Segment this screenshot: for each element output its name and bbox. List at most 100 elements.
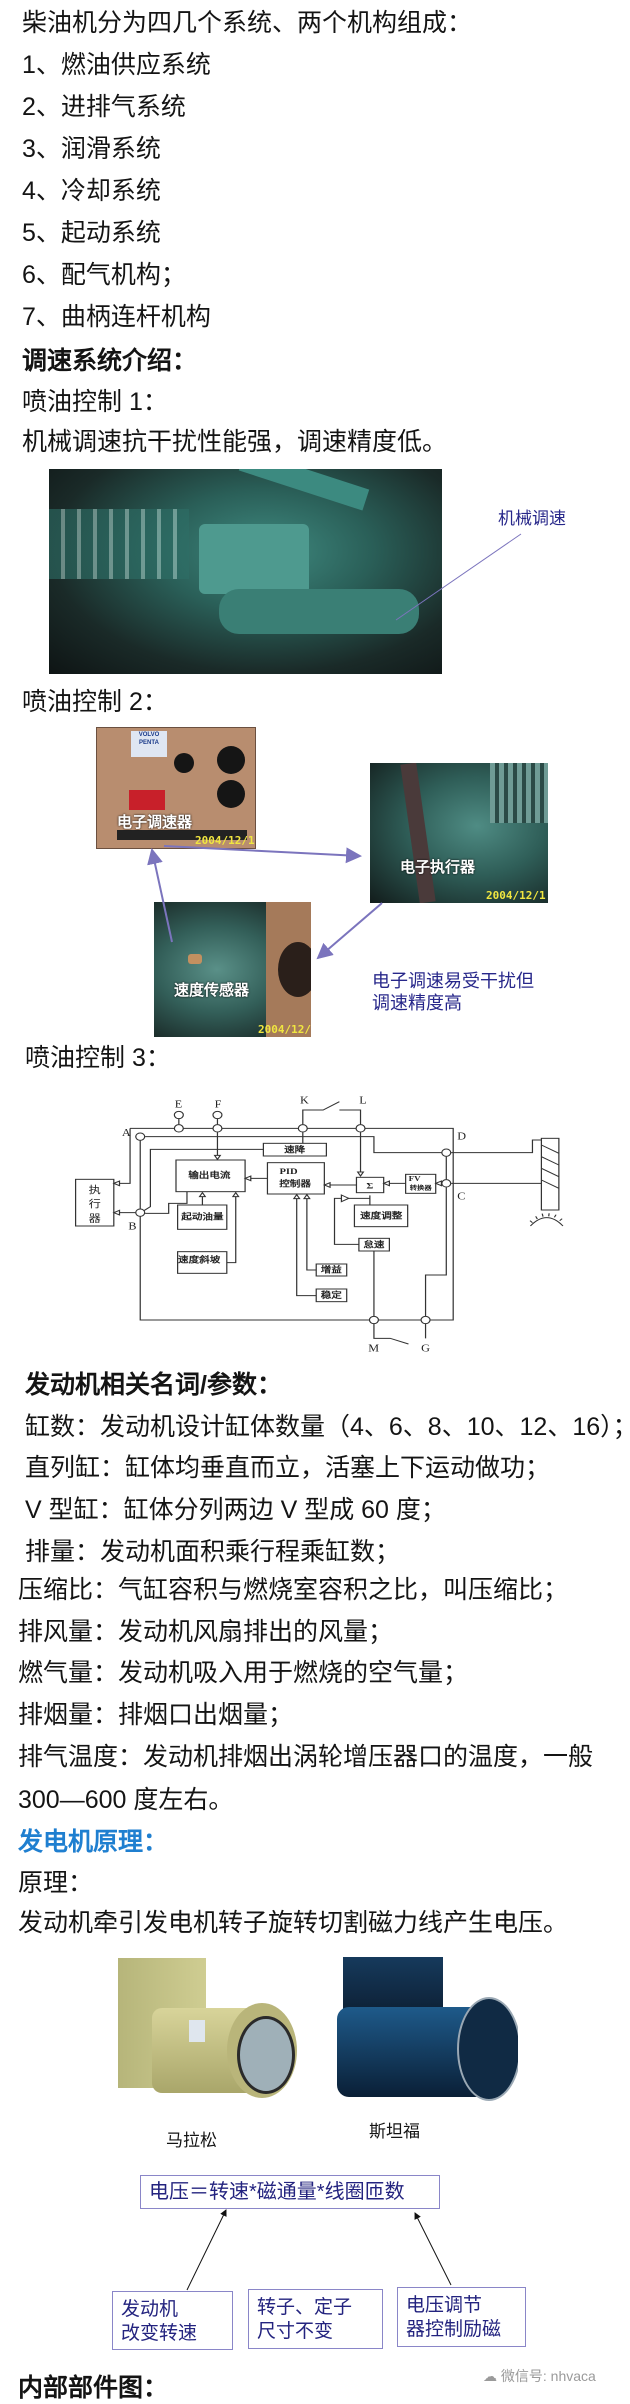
voltage-formula: 电压＝转速*磁通量*线圈匝数 [140,2175,440,2209]
speed-adjust-block [353,1204,409,1228]
output-current-block [175,1159,246,1193]
wire-ef [178,1119,219,1156]
terminal-b [135,1208,146,1217]
wire-d [145,1136,542,1154]
note-line: 电子调速易受干扰但 [372,971,534,991]
signal-arrows [147,845,383,960]
term-line: 排量：发动机面积乘行程乘缸数； [25,1538,401,1566]
gain-block [315,1263,348,1277]
actuator-char: 行 [89,1199,101,1211]
photo-caption: 电子执行器 [400,859,476,876]
flywheel-gear-icon [529,1217,564,1227]
governor-block-diagram: A B C D E F K L M G 执 行 器 速降 输出电流 PID 控制… [74,1095,564,1355]
list-item: 7、曲柄连杆机构 [22,303,211,331]
term-line: 排气温度：发动机排烟出涡轮增压器口的温度，一般 [18,1743,594,1771]
intro-title: 柴油机分为四几个系统、两个机构组成： [22,9,473,37]
gain-label: 增益 [321,1265,342,1276]
sigma-block [355,1176,385,1194]
factor-line: 电压调节 [406,2295,483,2316]
diode-icon [340,1194,350,1203]
callout-line [395,533,522,621]
formula-arrows [186,2209,452,2291]
speed-ramp-label: 速度斜坡 [178,1255,221,1266]
actuator-char: 执 [89,1183,101,1196]
terms-heading: 发动机相关名词/参数： [25,1371,282,1399]
generator-desc: 发动机牵引发电机转子旋转切割磁力线产生电压。 [18,1909,569,1937]
speed-adjust-label: 速度调整 [360,1211,403,1222]
terminal-label-a: A [122,1128,131,1139]
arrow-governor-to-actuator [163,845,362,864]
pid-label: PID [279,1167,297,1177]
governor-heading: 调速系统介绍： [22,347,198,375]
list-item: 5、起动系统 [22,219,161,247]
sigma-label: Σ [366,1181,373,1191]
term-line: 缸数：发动机设计缸体数量（4、6、8、10、12、16）； [25,1413,630,1441]
list-item: 2、进排气系统 [22,93,186,121]
factor-line: 器控制励磁 [406,2319,502,2340]
factor-box-rotor-stator: 转子、定子 尺寸不变 [248,2289,383,2349]
actuator-char: 器 [89,1213,101,1225]
factor-line: 转子、定子 [257,2297,353,2318]
factor-box-engine-speed: 发动机 改变转速 [112,2291,233,2350]
factor-line: 尺寸不变 [257,2321,334,2342]
pickup-coil [540,1137,560,1211]
terminal-label-e: E [175,1100,183,1111]
marathon-generator-image [112,1958,298,2108]
wire-forward [248,1177,542,1186]
terminal-label-g: G [421,1344,430,1355]
term-line: 压缩比：气缸容积与燃烧室容积之比，叫压缩比； [18,1576,569,1604]
output-current-label: 输出电流 [188,1170,231,1181]
start-fuel-block [177,1204,228,1230]
watermark-text: 微信号: nhvaca [500,2368,596,2384]
terminal-label-f: F [215,1100,222,1111]
wire-droop [143,1148,264,1212]
list-item: 3、润滑系统 [22,135,161,163]
list-item: 4、冷却系统 [22,177,161,205]
term-line: 燃气量：发动机吸入用于燃烧的空气量； [18,1659,469,1687]
term-line: 直列缸：缸体均垂直而立，活塞上下运动做功； [25,1454,551,1482]
wire-outer [130,1127,454,1321]
photo-date: 2004/12/14 [195,834,256,847]
stability-label: 稳定 [321,1290,342,1301]
terminal-label-c: C [457,1191,465,1202]
generator-sub: 原理： [18,1869,94,1897]
brand-label: 马拉松 [166,2131,217,2150]
mechanical-governor-callout: 机械调速 [498,509,566,528]
start-fuel-label: 起动油量 [180,1212,224,1223]
factor-box-voltage-regulator: 电压调节 器控制励磁 [397,2287,526,2347]
factor-line: 发动机 [121,2299,179,2320]
photo-caption: 电子调速器 [117,814,193,831]
control1-label: 喷油控制 1： [22,388,168,416]
actuator-block [74,1178,115,1227]
idle-block [358,1237,390,1252]
electronic-actuator-photo: 电子执行器 2004/12/1 [370,763,548,903]
speed-ramp-block [177,1251,228,1274]
stamford-generator-image [337,1957,518,2102]
stability-block [315,1288,348,1303]
photo-caption: 速度传感器 [174,982,250,999]
generator-heading: 发电机原理： [18,1828,169,1856]
brand-label: 斯坦福 [369,2122,420,2141]
speed-droop-block [262,1142,327,1157]
factor-line: 改变转速 [121,2323,198,2344]
brand-label: VOLVO PENTA [131,731,167,757]
terminal-label-m: M [368,1344,379,1355]
pid-block [266,1162,325,1195]
terminal-a [135,1132,146,1141]
terminal-label-k: K [300,1095,309,1106]
pid-controller-label: 控制器 [279,1179,311,1190]
watermark: ☁ 微信号: nhvaca [483,2366,596,2386]
mechanical-governor-photo [49,469,442,674]
wire-c [424,1156,447,1316]
wechat-icon: ☁ [483,2368,497,2384]
internal-parts-heading: 内部部件图： [18,2374,169,2402]
term-line: 300—600 度左右。 [18,1786,234,1814]
electronic-governor-note: 电子调速易受干扰但 调速精度高 [372,970,534,1014]
electronic-governor-photo: VOLVO PENTA 电子调速器 2004/12/14 [96,727,256,849]
term-line: V 型缸：缸体分列两边 V 型成 60 度； [25,1496,446,1524]
fv-converter-label: 转换器 [410,1184,432,1192]
wire-kl [302,1101,362,1174]
idle-label: 怠速 [363,1239,384,1250]
coil-winding-icon [529,1144,564,1227]
control3-label: 喷油控制 3： [25,1044,171,1072]
